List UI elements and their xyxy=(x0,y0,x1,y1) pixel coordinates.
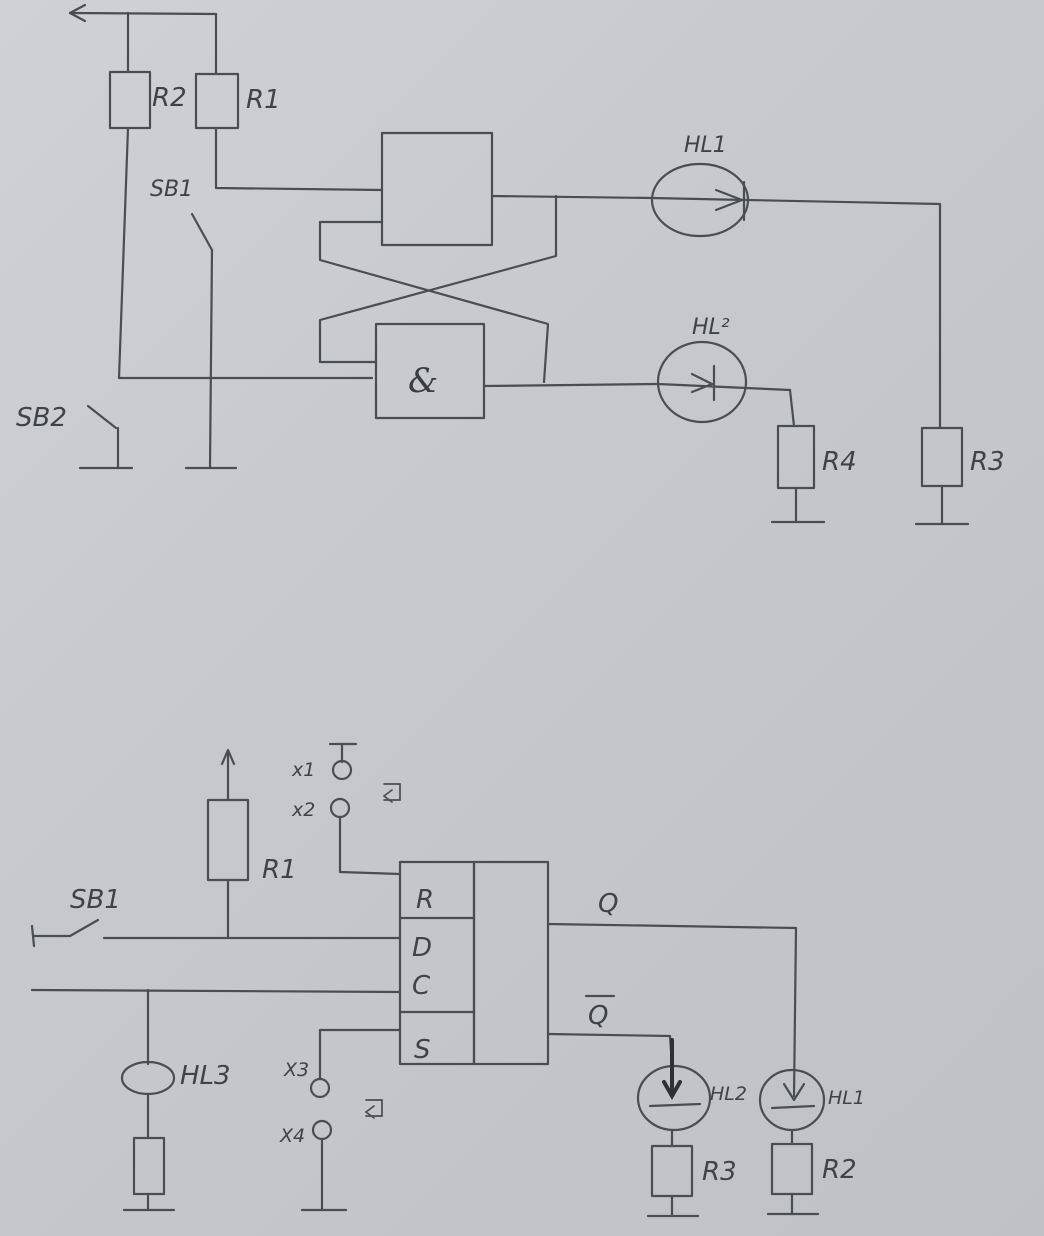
wire-q xyxy=(546,922,798,1098)
label-hl2: HL² xyxy=(692,315,730,340)
pin-d: D xyxy=(412,933,432,963)
feedback-wire-b xyxy=(318,194,558,364)
label-q-bar: Q xyxy=(588,1001,608,1031)
wire-hl1-r3 xyxy=(746,198,942,430)
jumper-arrow-icon xyxy=(382,783,401,803)
resistor-r2 xyxy=(770,1142,814,1196)
bottom-circuit: R1 x1 x2 R D C S SB1 HL3 xyxy=(30,742,865,1218)
wire-x2-r xyxy=(338,815,402,876)
lamp-hl3 xyxy=(120,1060,176,1096)
label-sb2: SB2 xyxy=(16,403,67,433)
label-and-gate: & xyxy=(408,361,438,401)
supply-arrow-icon xyxy=(68,3,87,23)
logic-gate-and xyxy=(374,322,486,420)
pin-c: C xyxy=(412,971,431,1001)
jumper-x4 xyxy=(311,1119,333,1141)
resistor-r1 xyxy=(206,798,250,882)
jumper-x3 xyxy=(309,1077,331,1099)
jumper-arrow-icon xyxy=(364,1099,383,1119)
label-x2: x2 xyxy=(291,799,315,821)
supply-arrow-icon xyxy=(220,748,236,766)
flipflop-inputs xyxy=(398,860,476,1066)
led-hl2 xyxy=(656,340,748,424)
label-q: Q xyxy=(598,889,618,919)
label-hl1: HL1 xyxy=(684,133,727,158)
flipflop-body xyxy=(472,860,550,1066)
switch-sb1 xyxy=(190,212,214,252)
resistor-hl3 xyxy=(132,1136,166,1196)
label-hl2: HL2 xyxy=(710,1083,747,1105)
pin-s: S xyxy=(414,1035,431,1065)
resistor-r3 xyxy=(650,1144,694,1198)
label-r3: R3 xyxy=(970,447,1005,477)
led-hl1 xyxy=(758,1068,826,1132)
resistor-r2 xyxy=(108,70,152,130)
wire-s xyxy=(318,1028,402,1080)
label-r2: R2 xyxy=(822,1155,857,1185)
label-hl3: HL3 xyxy=(180,1061,231,1091)
resistor-r4 xyxy=(776,424,816,490)
resistor-r1 xyxy=(194,72,240,130)
switch-sb1 xyxy=(32,918,100,938)
label-r2: R2 xyxy=(152,83,187,113)
label-x3: X3 xyxy=(283,1059,309,1081)
label-x1: x1 xyxy=(291,759,315,781)
feedback-wire-a xyxy=(318,220,550,384)
wire-r1-gate xyxy=(214,126,384,192)
pin-r: R xyxy=(416,885,434,915)
supply-rail xyxy=(68,11,218,16)
switch-sb2 xyxy=(86,404,118,430)
resistor-r3 xyxy=(920,426,964,488)
label-sb1: SB1 xyxy=(70,885,121,915)
wire-r2-bus xyxy=(117,126,374,380)
label-hl1: HL1 xyxy=(828,1087,865,1109)
label-r1: R1 xyxy=(246,85,281,115)
jumper-x1 xyxy=(331,759,353,781)
label-r4: R4 xyxy=(822,447,857,477)
label-x4: X4 xyxy=(279,1125,305,1147)
wire-c xyxy=(30,988,402,994)
jumper-x2 xyxy=(329,797,351,819)
logic-gate-upper xyxy=(380,131,494,247)
label-sb1: SB1 xyxy=(150,177,193,202)
label-r3: R3 xyxy=(702,1157,737,1187)
top-circuit: R2 R1 SB1 SB2 & HL1 R3 xyxy=(16,3,1005,526)
label-r1: R1 xyxy=(262,855,297,885)
wire-q-bar xyxy=(546,1032,674,1068)
